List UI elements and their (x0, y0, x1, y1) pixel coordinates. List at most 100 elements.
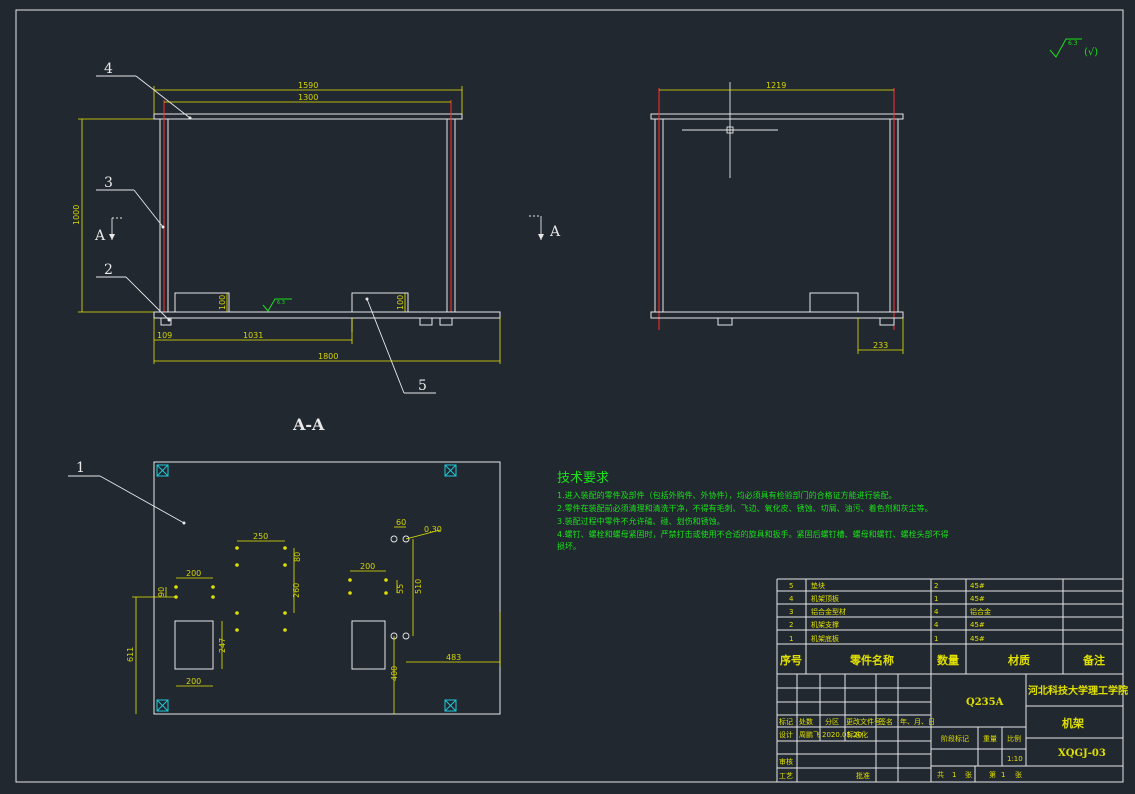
svg-text:机架: 机架 (1062, 716, 1084, 730)
svg-text:5: 5 (789, 582, 793, 590)
tech-req-title: 技术要求 (557, 471, 609, 486)
drawing-border (15, 9, 1124, 783)
svg-text:2: 2 (789, 621, 793, 629)
svg-text:签名: 签名 (879, 717, 893, 726)
front-view: 1590 1300 1000 109 1031 1800 100 100 6.3 (72, 81, 561, 434)
svg-text:260: 260 (292, 583, 301, 598)
plate-cutout-left (174, 620, 214, 670)
spacer-block-right (351, 292, 409, 313)
svg-text:1: 1 (789, 635, 793, 643)
balloon-3: 3 (104, 175, 113, 191)
svg-text:60: 60 (396, 518, 406, 527)
plate-cutout-right (351, 620, 386, 670)
svg-text:247: 247 (218, 638, 227, 653)
svg-text:重量: 重量 (983, 735, 997, 743)
bom-table: 5 垫块 2 45# 4 机架顶板 1 45# 3 铝合金型材 4 铝合金 2 … (776, 578, 1124, 782)
title-block: 标记 处数 分区 更改文件号 签名 年、月、日 设计 周鹏飞 2020.05.2… (777, 674, 1128, 783)
svg-text:分区: 分区 (825, 717, 839, 726)
svg-text:80: 80 (293, 552, 302, 562)
svg-text:3: 3 (789, 608, 793, 616)
balloon-leaders: 4 3 2 5 1 (68, 61, 436, 525)
svg-text:零件名称: 零件名称 (849, 653, 894, 667)
svg-text:材质: 材质 (1008, 653, 1030, 667)
svg-text:机架支撑: 机架支撑 (811, 620, 839, 629)
svg-text:铝合金型材: 铝合金型材 (811, 607, 846, 616)
svg-text:数量: 数量 (937, 653, 959, 667)
svg-text:45#: 45# (970, 635, 985, 643)
spacer-block-left (174, 292, 230, 313)
balloon-2: 2 (104, 262, 113, 278)
svg-text:序号: 序号 (780, 653, 802, 667)
svg-text:标准化: 标准化 (847, 730, 868, 739)
svg-text:1000: 1000 (72, 205, 81, 225)
svg-text:第: 第 (989, 770, 996, 779)
corner-hole-marks (156, 464, 457, 712)
top-plate (153, 113, 463, 120)
svg-text:张: 张 (965, 770, 972, 779)
svg-text:1: 1 (934, 635, 938, 643)
svg-text:审核: 审核 (779, 757, 793, 766)
svg-text:250: 250 (253, 532, 268, 541)
svg-text:611: 611 (126, 647, 135, 662)
roughness-symbol-base: 6.3 (262, 298, 292, 312)
technical-requirements: 技术要求 1.进入装配的零件及部件（包括外购件、外协件），均必须具有检验部门的合… (557, 471, 949, 551)
svg-text:周鹏飞: 周鹏飞 (799, 730, 820, 739)
svg-text:机架底板: 机架底板 (811, 634, 839, 643)
svg-text:XQGJ-03: XQGJ-03 (1058, 748, 1106, 759)
svg-text:垫块: 垫块 (811, 581, 825, 590)
svg-text:Q235A: Q235A (966, 697, 1004, 708)
foot (160, 317, 172, 326)
plan-dimensions: 250 80 260 200 90 200 200 55 510 60 0.30… (126, 518, 501, 714)
side-view: 1219 233 (650, 81, 904, 354)
tech-req-item: 4.螺钉、螺栓和螺母紧固时，严禁打击或使用不合适的旋具和扳手。紧固后螺钉槽、螺母… (557, 529, 949, 539)
svg-text:45#: 45# (970, 621, 985, 629)
svg-text:阶段标记: 阶段标记 (941, 734, 969, 743)
svg-text:比例: 比例 (1007, 734, 1021, 743)
svg-text:45#: 45# (970, 595, 985, 603)
section-mark-right: A (529, 215, 561, 240)
svg-text:铝合金: 铝合金 (970, 607, 991, 616)
svg-text:100: 100 (218, 295, 227, 310)
front-dimensions: 1590 1300 1000 109 1031 1800 100 100 (72, 81, 501, 364)
svg-text:1800: 1800 (318, 352, 338, 361)
svg-text:1: 1 (952, 771, 956, 779)
svg-text:1:10: 1:10 (1007, 755, 1023, 763)
tech-req-item: 3.装配过程中零件不允许磕、碰、划伤和锈蚀。 (557, 516, 725, 526)
balloon-5: 5 (418, 378, 427, 394)
svg-text:设计: 设计 (779, 730, 793, 739)
svg-text:A: A (94, 228, 106, 244)
svg-text:90: 90 (157, 587, 166, 597)
mounting-holes (174, 535, 410, 640)
svg-text:批准: 批准 (856, 771, 870, 780)
section-view-title: A-A (292, 415, 325, 434)
svg-text:200: 200 (186, 677, 201, 686)
svg-text:工艺: 工艺 (779, 772, 793, 780)
balloon-1: 1 (76, 460, 85, 476)
svg-text:A: A (549, 224, 561, 240)
svg-text:张: 张 (1015, 770, 1022, 779)
svg-text:4: 4 (934, 621, 939, 629)
svg-text:(√): (√) (1084, 47, 1098, 58)
svg-text:109: 109 (157, 331, 172, 340)
crosshair-cursor (682, 82, 778, 178)
svg-text:河北科技大学理工学院: 河北科技大学理工学院 (1028, 684, 1128, 697)
base-plate (153, 311, 501, 319)
svg-text:更改文件号: 更改文件号 (846, 717, 881, 726)
svg-text:1219: 1219 (766, 81, 786, 90)
svg-text:55: 55 (396, 584, 405, 594)
svg-text:1031: 1031 (243, 331, 263, 340)
svg-text:1: 1 (1001, 771, 1005, 779)
svg-text:0.30: 0.30 (424, 525, 442, 534)
svg-text:标记: 标记 (779, 717, 793, 726)
svg-text:共: 共 (937, 770, 944, 779)
svg-text:233: 233 (873, 341, 888, 350)
svg-text:400: 400 (390, 666, 399, 681)
svg-text:4: 4 (789, 595, 794, 603)
svg-text:处数: 处数 (799, 717, 813, 726)
svg-text:6.3: 6.3 (277, 300, 285, 306)
svg-text:483: 483 (446, 653, 461, 662)
tech-req-item: 1.进入装配的零件及部件（包括外购件、外协件），均必须具有检验部门的合格证方能进… (557, 490, 897, 500)
svg-text:2: 2 (934, 582, 938, 590)
svg-text:200: 200 (186, 569, 201, 578)
